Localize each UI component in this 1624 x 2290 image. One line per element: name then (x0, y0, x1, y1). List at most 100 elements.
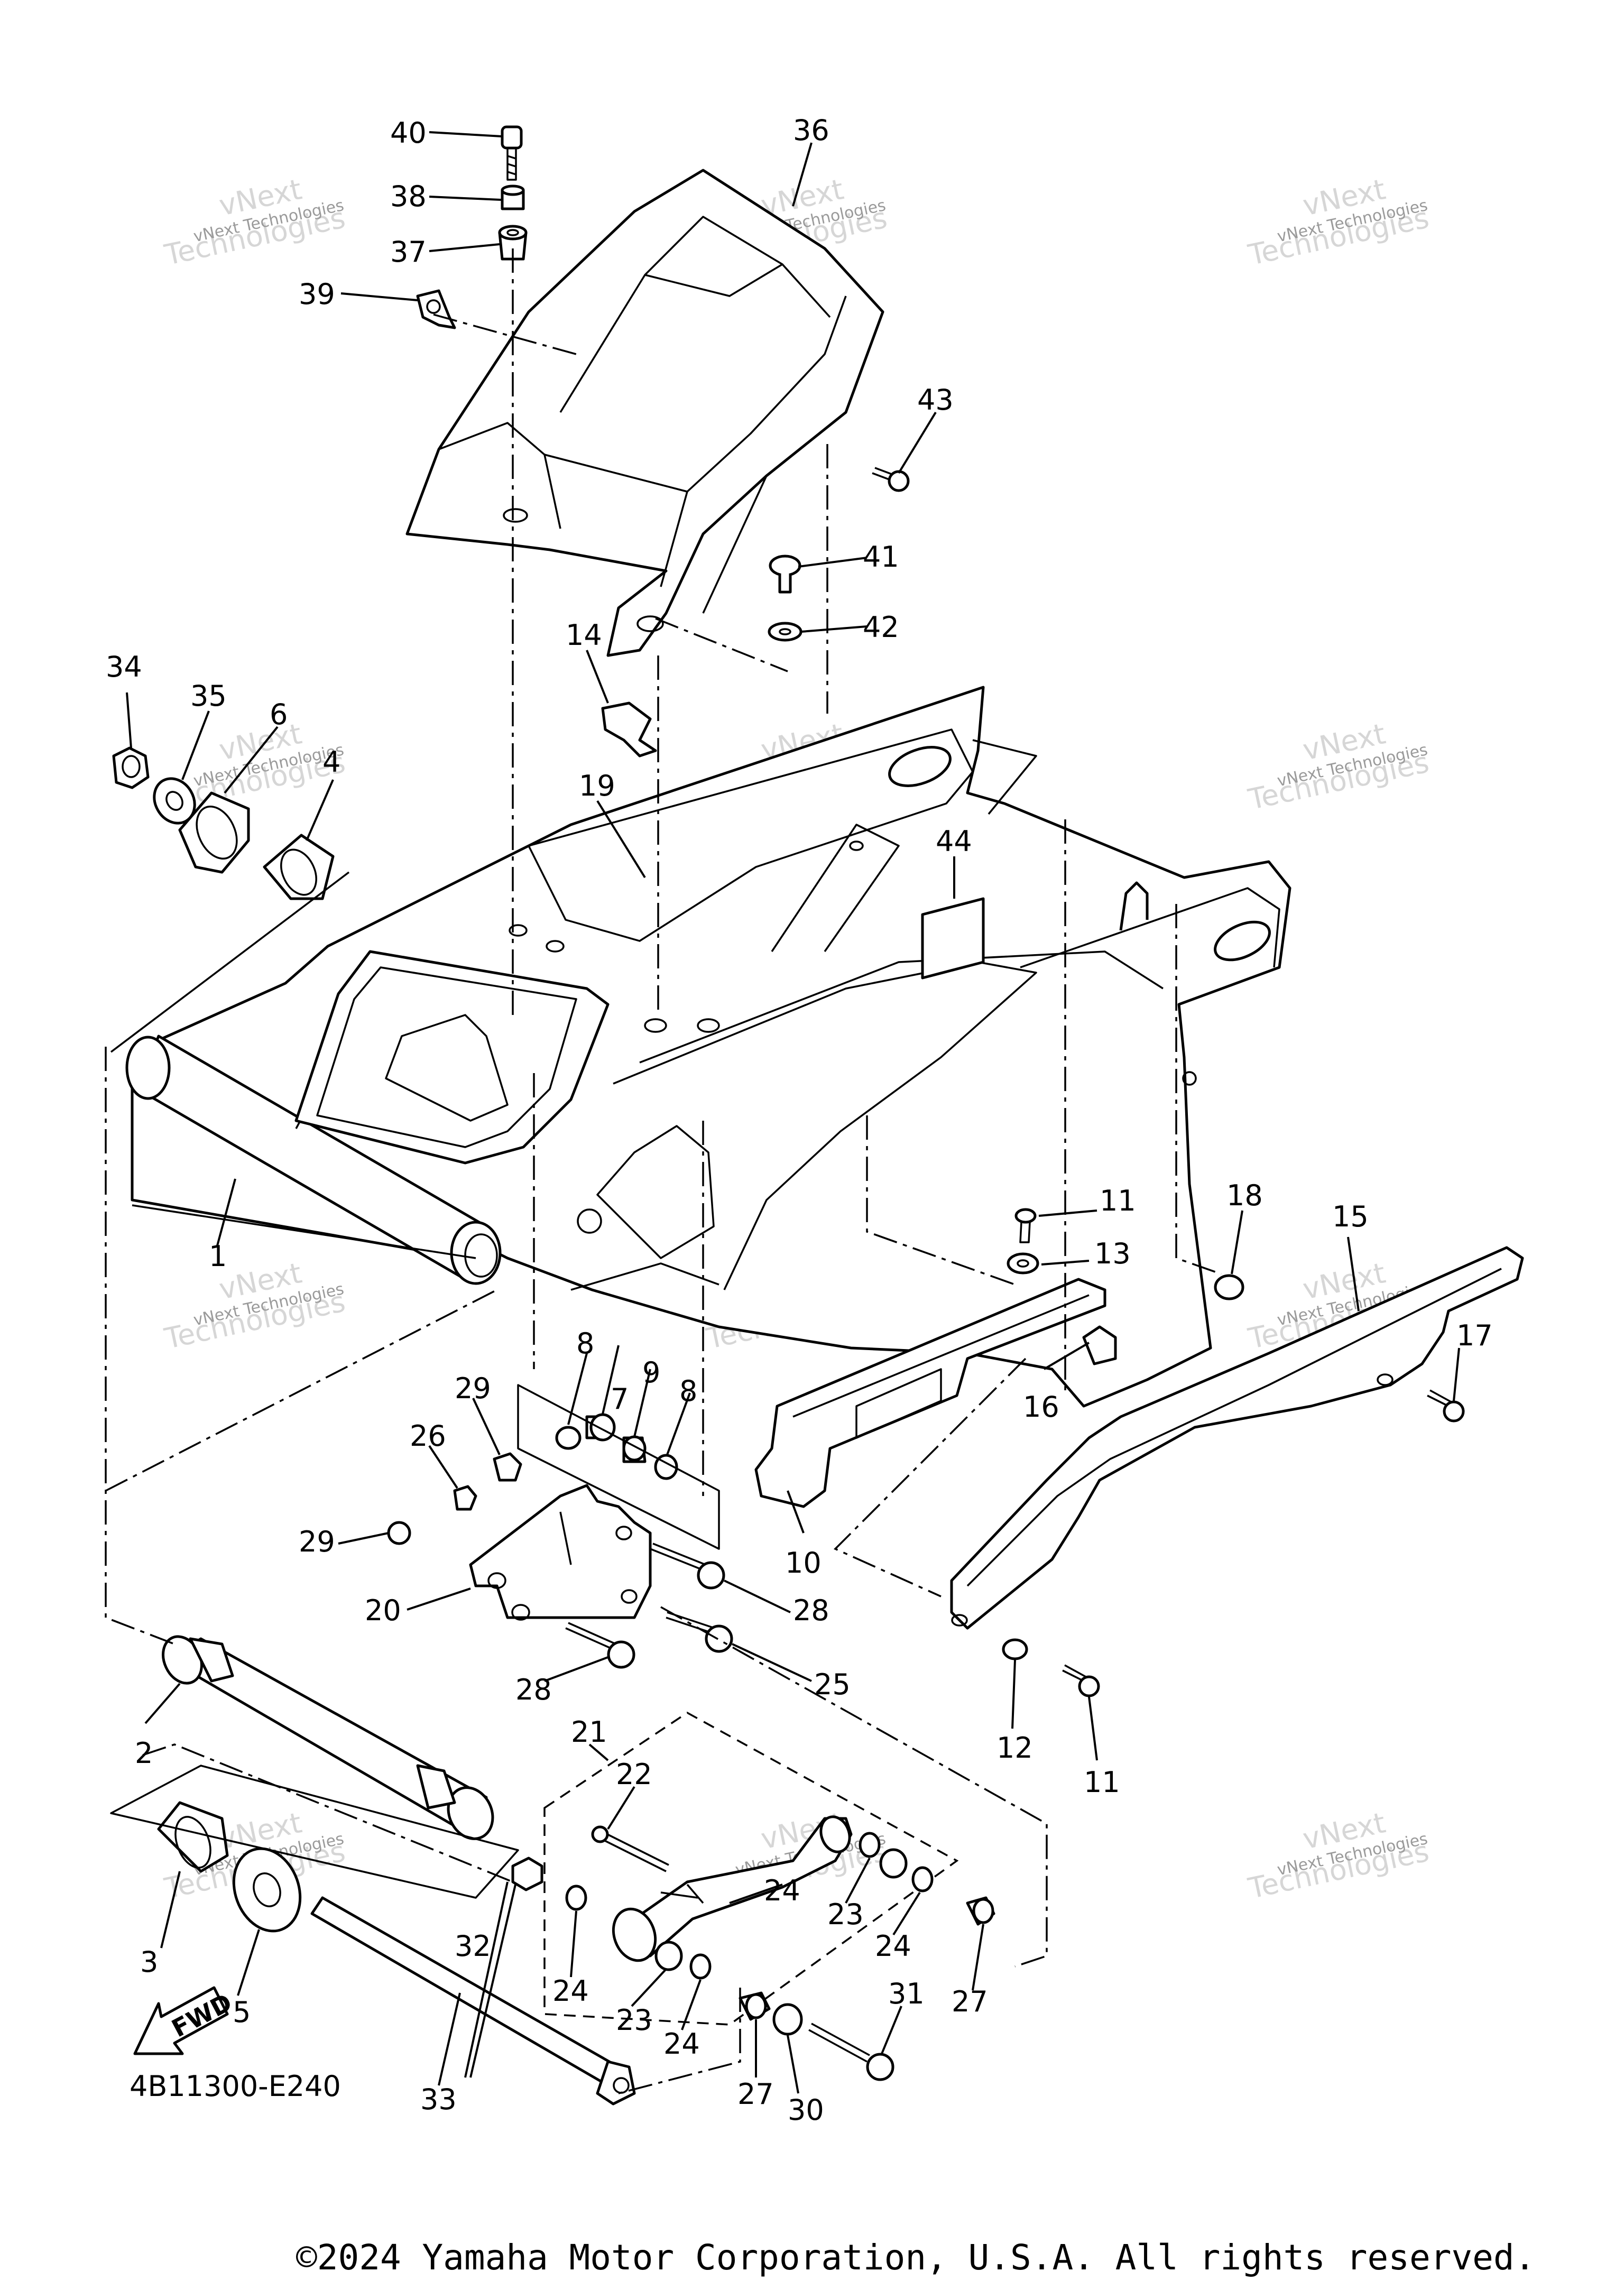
part-label: 5 (233, 1996, 251, 2029)
part-label: 40 (390, 116, 427, 150)
part-label: 8 (576, 1327, 594, 1360)
nut-part-26 (453, 1485, 477, 1511)
part-label: 43 (917, 383, 954, 417)
damper-part-18 (1214, 1274, 1244, 1300)
washer-part-13 (1007, 1252, 1039, 1275)
washer-part-42 (768, 622, 802, 642)
part-label: 28 (515, 1673, 552, 1706)
nut-part-29-top (493, 1452, 522, 1482)
part-label: 3 (140, 1945, 158, 1979)
bearing-part-4 (263, 834, 335, 900)
forward-direction-arrow: FWD (133, 1986, 237, 2055)
part-labels: 1 2 3 4 5 6 7 8 8 9 10 11 11 12 13 14 15… (106, 114, 1493, 2127)
chain-case-part-15 (950, 1246, 1524, 1630)
grommet-part-37 (498, 225, 528, 261)
seat-cowl-part-36 (405, 169, 884, 657)
collar-part-38 (501, 184, 525, 210)
part-label: 23 (616, 2003, 652, 2037)
part-label: 25 (814, 1668, 851, 1701)
part-label: 30 (788, 2093, 824, 2127)
part-label: 7 (611, 1382, 629, 1416)
part-label: 21 (571, 1715, 607, 1749)
part-label: 18 (1226, 1179, 1263, 1212)
pivot-shaft-part-2 (162, 1635, 494, 1840)
connecting-rod-part-21 (612, 1815, 853, 1962)
part-label: 44 (936, 825, 972, 858)
part-label: 11 (1084, 1766, 1120, 1799)
part-label: 24 (552, 1974, 589, 2008)
bolt-part-25 (666, 1611, 733, 1653)
part-label: 38 (390, 180, 427, 213)
part-label: 35 (190, 679, 227, 713)
nut-part-32 (511, 1857, 543, 1891)
washers-part-23-24 (565, 1832, 934, 1980)
bolt-part-11-bottom (1062, 1664, 1100, 1697)
seal-part-5 (232, 1847, 302, 1933)
rivet-part-41 (769, 555, 801, 594)
part-label: 32 (455, 1929, 491, 1963)
diagram-code: 4B11300-E240 (130, 2070, 341, 2103)
collar-part-30 (772, 2003, 803, 2036)
label-part-44 (921, 897, 985, 980)
nut-part-34 (112, 746, 150, 789)
part-label: 6 (270, 698, 288, 731)
part-label: 24 (663, 2027, 700, 2061)
part-label: 16 (1023, 1390, 1059, 1424)
part-label: 27 (737, 2077, 774, 2111)
chain-guard-part-10 (754, 1278, 1106, 1508)
bolt-part-31 (808, 2023, 894, 2081)
part-label: 9 (642, 1356, 660, 1389)
part-label: 12 (996, 1731, 1033, 1765)
part-label: 34 (106, 650, 142, 684)
copyright-notice: ©2024 Yamaha Motor Corporation, U.S.A. A… (296, 2237, 1536, 2278)
bushing-bracket-outline (517, 1384, 720, 1550)
bolt-part-22 (591, 1825, 669, 1872)
part-label: 4 (322, 745, 340, 779)
part-label: 29 (299, 1525, 335, 1558)
part-label: 36 (793, 114, 829, 147)
shaft-outline-box (110, 1765, 519, 1899)
assembly-lines (105, 248, 1222, 2094)
plate-part-16 (1082, 1325, 1117, 1365)
part-label: 24 (764, 1874, 800, 1907)
part-label: 11 (1100, 1184, 1136, 1217)
part-label: 33 (420, 2083, 457, 2116)
leader-lines (126, 131, 1460, 2094)
bolt-part-17 (1427, 1389, 1465, 1423)
part-label: 2 (135, 1737, 153, 1770)
part-label: 20 (365, 1594, 401, 1627)
part-label: 28 (793, 1594, 829, 1627)
collar-part-12 (1002, 1638, 1028, 1660)
part-label: 31 (888, 1977, 925, 2010)
nut-part-29-bottom (387, 1521, 411, 1545)
part-label: 27 (952, 1985, 988, 2018)
bushing-group-parts-7-8-9 (555, 1413, 678, 1480)
part-label: 19 (579, 769, 615, 802)
part-label: 10 (785, 1546, 822, 1580)
relay-arm-part-20 (469, 1484, 652, 1621)
assembly-box-part-21 (543, 1711, 959, 2026)
bolt-part-28-top (650, 1543, 725, 1590)
clip-part-39 (416, 289, 456, 329)
part-label: 26 (410, 1419, 446, 1453)
clamp-part-14 (601, 701, 657, 758)
swingarm-part-1 (125, 686, 1291, 1408)
bolt-part-28-bottom (565, 1622, 635, 1669)
part-label: 24 (875, 1929, 911, 1963)
part-label: 22 (616, 1758, 652, 1791)
shaft-part-33 (310, 1896, 636, 2106)
bolt-part-11-top (1014, 1208, 1037, 1243)
part-label: 29 (455, 1372, 491, 1405)
part-label: 13 (1094, 1237, 1131, 1270)
bearing-part-3 (157, 1801, 229, 1873)
part-label: 39 (299, 278, 335, 311)
part-label: 41 (863, 540, 899, 574)
collars-part-27 (739, 1896, 995, 2021)
part-label: 14 (566, 618, 602, 652)
part-label: 15 (1332, 1200, 1369, 1233)
